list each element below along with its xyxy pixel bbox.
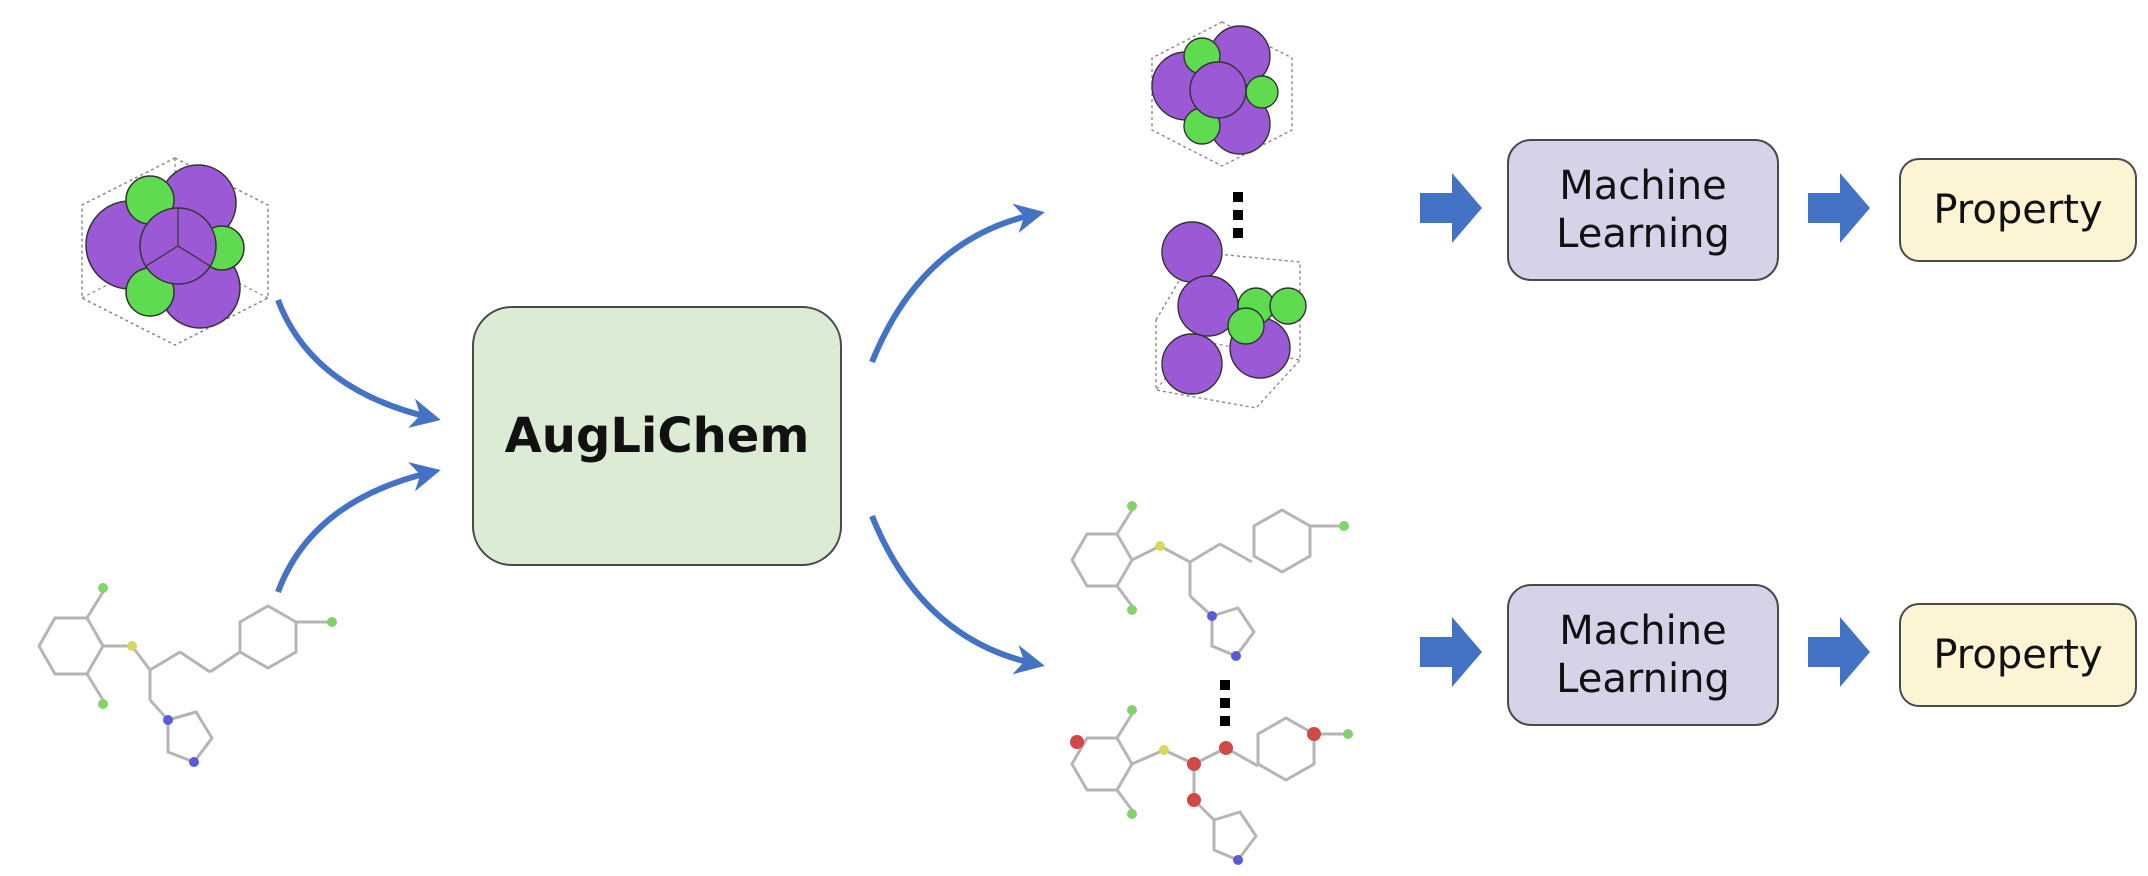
property-box-top: Property	[1899, 158, 2137, 262]
augmented-molecule-icon	[1070, 501, 1349, 661]
machine-learning-box-top: Machine Learning	[1507, 139, 1779, 281]
auglichem-box: AugLiChem	[472, 306, 842, 566]
ellipsis-dots-icon	[1233, 192, 1243, 238]
input-crystal-icon	[81, 157, 269, 346]
property-bottom-label: Property	[1933, 632, 2103, 678]
arrow-center-to-molecules	[869, 514, 1045, 675]
ml-bottom-line1: Machine	[1559, 608, 1727, 654]
block-arrow-icon-3	[1420, 617, 1482, 687]
input-molecule-icon	[37, 583, 337, 767]
block-arrow-icon-2	[1808, 173, 1870, 243]
perturbed-crystal-icon	[1155, 221, 1307, 409]
property-top-label: Property	[1933, 187, 2103, 233]
ellipsis-dots-icon-2	[1220, 680, 1230, 726]
masked-molecule-icon	[1070, 705, 1353, 865]
ml-top-line2: Learning	[1556, 211, 1730, 257]
augmented-crystal-icon	[1151, 21, 1293, 167]
machine-learning-box-bottom: Machine Learning	[1507, 584, 1779, 726]
auglichem-label: AugLiChem	[504, 408, 810, 464]
block-arrow-icon-4	[1808, 617, 1870, 687]
ml-top-line1: Machine	[1559, 163, 1727, 209]
arrow-center-to-crystals	[869, 203, 1045, 364]
block-arrow-icon-1	[1420, 173, 1482, 243]
property-box-bottom: Property	[1899, 603, 2137, 707]
ml-bottom-line2: Learning	[1556, 656, 1730, 702]
arrow-crystal-to-center	[275, 298, 441, 428]
arrow-molecule-to-center	[275, 462, 441, 594]
